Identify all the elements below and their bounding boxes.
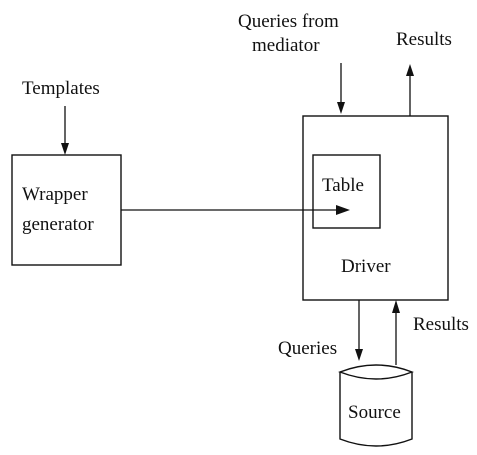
driver-label: Driver [341,256,391,277]
templates-label: Templates [22,78,100,99]
queries-bottom-label: Queries [278,338,337,359]
generator-to-table-arrow [121,205,350,215]
results-from-source-arrow [392,300,400,365]
results-bottom-label: Results [413,314,469,335]
results-top-arrow [406,64,414,116]
table-box [312,154,381,229]
wrapper-generator-box [11,154,122,266]
wrapper-generator-label-line2: generator [22,214,94,235]
source-cylinder [338,364,414,447]
queries-from-mediator-arrow [337,63,345,114]
source-label: Source [348,402,401,423]
driver-box [302,115,449,301]
results-top-label: Results [396,29,452,50]
queries-to-source-arrow [355,300,363,361]
templates-arrow [61,106,69,155]
table-label: Table [322,175,364,196]
queries-from-mediator-label-line1: Queries from [238,11,339,32]
wrapper-generator-label-line1: Wrapper [22,184,88,205]
queries-from-mediator-label-line2: mediator [252,35,320,56]
